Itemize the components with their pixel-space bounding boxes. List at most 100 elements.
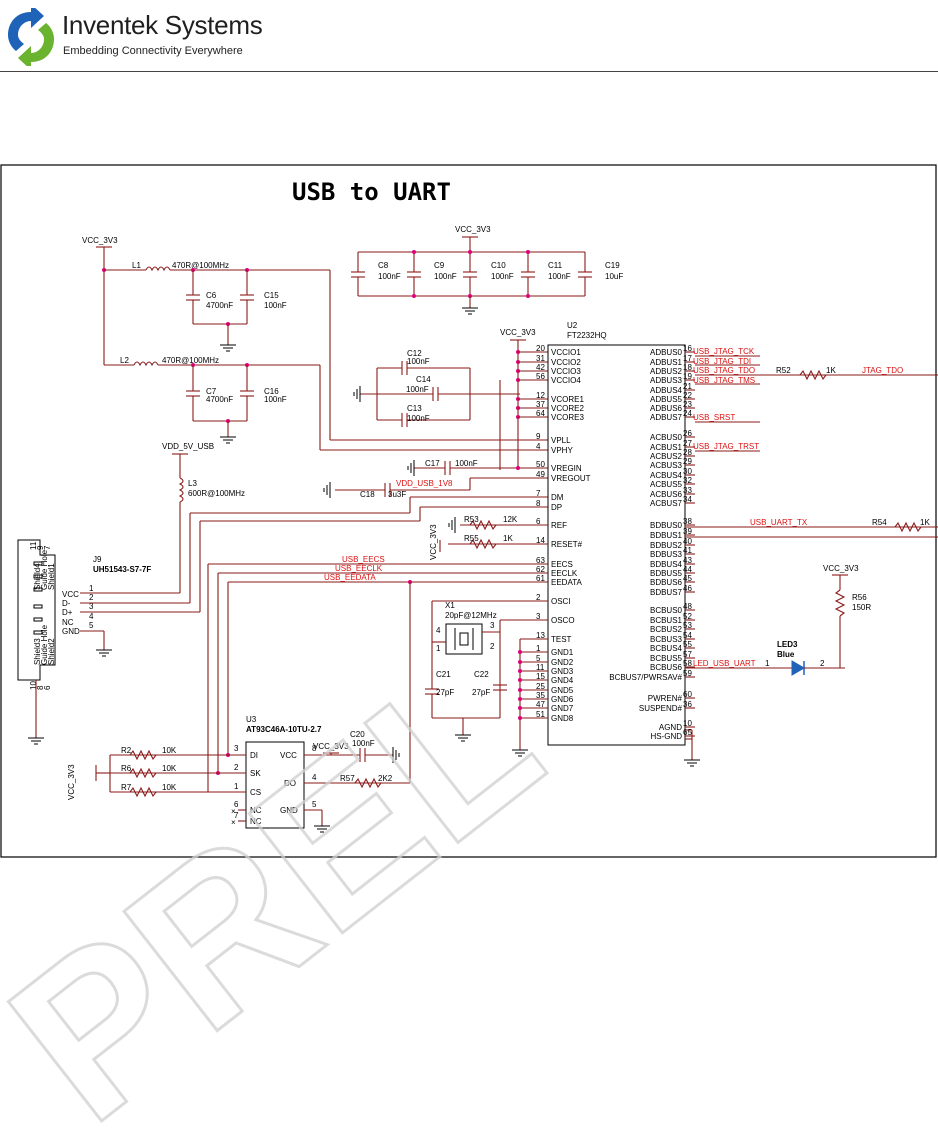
u2-pin-name: ACBUS0 xyxy=(650,433,683,442)
svg-text:9: 9 xyxy=(36,545,45,550)
svg-text:AT93C46A-10TU-2.7: AT93C46A-10TU-2.7 xyxy=(246,725,322,734)
svg-text:6: 6 xyxy=(234,800,239,809)
u2-pin-number: 42 xyxy=(536,363,545,372)
u2-pin-name: DM xyxy=(551,493,564,502)
svg-text:4700nF: 4700nF xyxy=(206,301,233,310)
u2-pin-name: VCORE3 xyxy=(551,413,584,422)
svg-text:100nF: 100nF xyxy=(407,414,430,423)
u2-pin-name: VPLL xyxy=(551,436,571,445)
svg-text:JTAG_TDO: JTAG_TDO xyxy=(862,366,903,375)
usb-connector-j9: J9 UH51543-S7-7F VCC D- D+ NC GND 1 2 3 … xyxy=(17,539,151,690)
svg-text:NC: NC xyxy=(250,806,262,815)
svg-text:C16: C16 xyxy=(264,387,279,396)
brand-tagline: Embedding Connectivity Everywhere xyxy=(63,45,243,57)
svg-text:1: 1 xyxy=(89,584,94,593)
u2-pin-name: BDBUS6 xyxy=(650,578,683,587)
svg-text:Guide Hole: Guide Hole xyxy=(40,549,49,590)
svg-text:C21: C21 xyxy=(436,670,451,679)
svg-text:R52: R52 xyxy=(776,366,791,375)
u2-pin-name: VCORE2 xyxy=(551,404,584,413)
svg-text:7: 7 xyxy=(234,811,239,820)
net-usb-eecs: USB_EECS xyxy=(342,555,385,564)
page-header: Inventek Systems Embedding Connectivity … xyxy=(0,0,938,75)
u2-pin-name: BCBUS4 xyxy=(650,644,683,653)
schematic-frame xyxy=(0,164,937,858)
u2-pin-number: 44 xyxy=(683,565,692,574)
svg-text:10K: 10K xyxy=(162,783,177,792)
header-divider xyxy=(0,71,938,72)
svg-text:C10: C10 xyxy=(491,261,506,270)
svg-text:4: 4 xyxy=(312,773,317,782)
u2-pin-name: BDBUS7 xyxy=(650,588,683,597)
svg-text:100nF: 100nF xyxy=(378,272,401,281)
svg-text:27pF: 27pF xyxy=(472,688,490,697)
u2-pin-name: EECLK xyxy=(551,569,578,578)
svg-text:USB_SRST: USB_SRST xyxy=(693,413,735,422)
svg-text:1K: 1K xyxy=(826,366,836,375)
u2-pin-number: 1 xyxy=(536,644,541,653)
u2-pin-name: ADBUS6 xyxy=(650,404,683,413)
u2-pin-name: BDBUS5 xyxy=(650,569,683,578)
u2-pin-number: 60 xyxy=(683,690,692,699)
svg-text:2: 2 xyxy=(89,593,94,602)
u2-pin-number: 36 xyxy=(683,700,692,709)
svg-text:100nF: 100nF xyxy=(455,459,478,468)
u2-pin-number: 26 xyxy=(683,429,692,438)
u2-pin-number: 43 xyxy=(683,556,692,565)
svg-text:12K: 12K xyxy=(503,515,518,524)
svg-text:L2: L2 xyxy=(120,356,129,365)
led3-icon xyxy=(791,660,805,676)
svg-text:USB_JTAG_TMS: USB_JTAG_TMS xyxy=(693,376,755,385)
u2-pin-name: PWREN# xyxy=(648,694,683,703)
svg-text:R2: R2 xyxy=(121,746,132,755)
u2-pin-name: BCBUS1 xyxy=(650,616,683,625)
svg-text:5: 5 xyxy=(89,621,94,630)
brand-name: Inventek Systems xyxy=(62,10,263,40)
svg-text:USB_JTAG_TDI: USB_JTAG_TDI xyxy=(693,357,751,366)
svg-text:3: 3 xyxy=(234,744,239,753)
u2-pin-number: 46 xyxy=(683,584,692,593)
svg-text:4700nF: 4700nF xyxy=(206,395,233,404)
u2-pin-name: BCBUS7/PWRSAV# xyxy=(609,673,682,682)
l1-ref: L1 xyxy=(132,261,141,270)
u2-pin-number: 33 xyxy=(683,486,692,495)
svg-text:100nF: 100nF xyxy=(264,301,287,310)
svg-text:NC: NC xyxy=(62,618,74,627)
svg-text:1: 1 xyxy=(765,659,770,668)
u2-pin-number: 56 xyxy=(536,372,545,381)
u2-pin-number: 58 xyxy=(683,659,692,668)
u2-pin-name: RESET# xyxy=(551,540,583,549)
u2-pin-name: ADBUS3 xyxy=(650,376,683,385)
u2-pin-name: ADBUS2 xyxy=(650,367,683,376)
u2-pin-name: BDBUS1 xyxy=(650,531,683,540)
u2-pin-number: 48 xyxy=(683,602,692,611)
svg-text:U3: U3 xyxy=(246,715,257,724)
u2-pin-name: ADBUS0 xyxy=(650,348,683,357)
svg-text:100nF: 100nF xyxy=(407,357,430,366)
u2-pin-name: ADBUS1 xyxy=(650,358,683,367)
svg-text:C18: C18 xyxy=(360,490,375,499)
svg-text:C13: C13 xyxy=(407,404,422,413)
l1-value: 470R@100MHz xyxy=(172,261,229,270)
svg-text:4: 4 xyxy=(89,612,94,621)
svg-text:2: 2 xyxy=(234,763,239,772)
svg-text:8: 8 xyxy=(312,744,317,753)
svg-text:10: 10 xyxy=(29,681,38,690)
u2-pin-name: TEST xyxy=(551,635,572,644)
u2-pin-name: VPHY xyxy=(551,446,573,455)
u2-pin-name: VREGOUT xyxy=(551,474,591,483)
svg-text:100nF: 100nF xyxy=(352,739,375,748)
vcc-3v3-label-left: VCC_3V3 xyxy=(82,236,118,245)
ic-u3-eeprom: U3 AT93C46A-10TU-2.7 DI SK CS NC NC 3 2 … xyxy=(234,715,322,829)
net-usb-eedata: USB_EEDATA xyxy=(324,573,376,582)
svg-text:GND: GND xyxy=(280,806,298,815)
u2-pin-name: VCCIO4 xyxy=(551,376,581,385)
u2-pin-number: 13 xyxy=(536,631,545,640)
u2-pin-name: VCCIO1 xyxy=(551,348,581,357)
u2-pin-name: ACBUS1 xyxy=(650,443,683,452)
u2-pin-name: EECS xyxy=(551,560,573,569)
svg-text:×: × xyxy=(231,818,236,827)
u2-pin-number: 17 xyxy=(683,354,692,363)
svg-text:2: 2 xyxy=(490,642,495,651)
